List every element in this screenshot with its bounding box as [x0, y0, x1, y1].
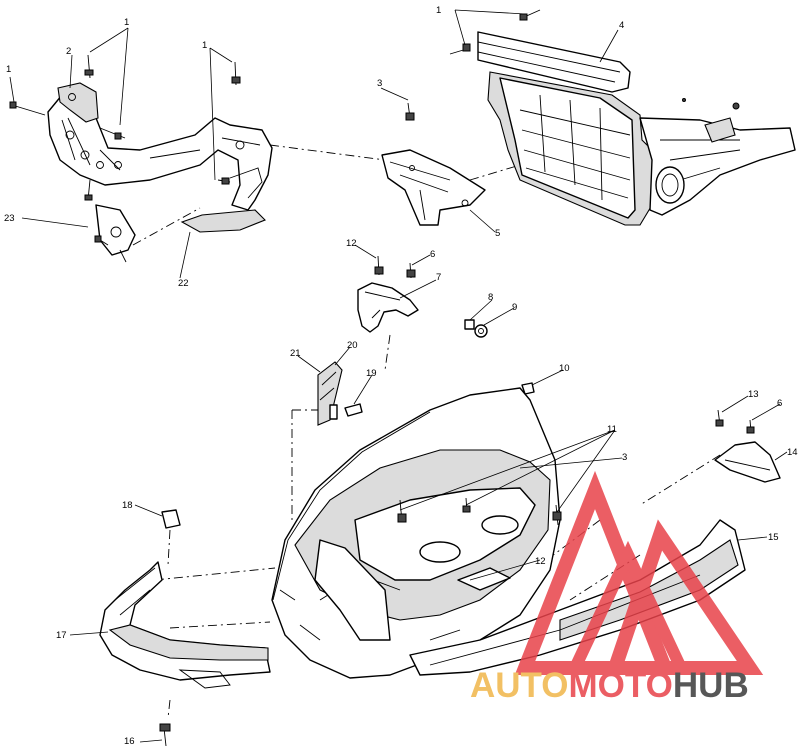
fasteners-8-9-10	[464, 319, 535, 395]
watermark-word-hub: HUB	[673, 666, 749, 705]
steering-support-bracket	[381, 102, 486, 226]
callout-16: 16	[124, 736, 135, 747]
callout-22: 22	[178, 278, 189, 289]
callout-21: 21	[290, 348, 301, 359]
callout-12: 12	[346, 238, 357, 249]
front-frame-assembly	[449, 9, 796, 226]
callout-7: 7	[436, 272, 441, 283]
callout-18: 18	[122, 500, 133, 511]
callout-leader-lines	[9, 9, 788, 743]
callout-17: 17	[56, 630, 67, 641]
callout-3: 3	[377, 78, 382, 89]
callout-1: 1	[436, 5, 441, 16]
callout-12: 12	[535, 556, 546, 567]
callout-1: 1	[6, 64, 11, 75]
callout-2: 2	[66, 46, 71, 57]
callout-6: 6	[430, 249, 435, 260]
hood-brackets-19-20-21	[317, 361, 363, 426]
callout-4: 4	[619, 20, 624, 31]
watermark-triangle-logo	[514, 470, 764, 675]
callout-14: 14	[787, 447, 798, 458]
front-bumper-bracket	[9, 54, 273, 263]
automotohub-watermark: AUTOMOTOHUB	[470, 470, 764, 705]
watermark-word-moto: MOTO	[569, 666, 673, 705]
callout-19: 19	[366, 368, 377, 379]
front-bumper-17	[99, 509, 271, 747]
callout-3: 3	[622, 452, 627, 463]
watermark-wordmark: AUTOMOTOHUB	[470, 666, 749, 705]
callout-10: 10	[559, 363, 570, 374]
hood-assembly	[271, 387, 562, 679]
callout-8: 8	[488, 292, 493, 303]
callout-11: 11	[607, 424, 617, 435]
callout-1: 1	[124, 17, 129, 28]
callout-23: 23	[4, 213, 15, 224]
headlight-cover-14	[714, 409, 781, 483]
callout-13: 13	[748, 389, 759, 400]
callout-15: 15	[768, 532, 779, 543]
support-bracket-7	[357, 255, 419, 333]
watermark-word-auto: AUTO	[470, 666, 569, 705]
callout-9: 9	[512, 302, 517, 313]
callout-6: 6	[777, 398, 782, 409]
callout-5: 5	[495, 228, 500, 239]
callout-1: 1	[202, 40, 207, 51]
callout-numbers: 1 1 1 1 2 3 3 4 5 6 6 7 8 9 10 11 12 12 …	[4, 5, 798, 747]
callout-20: 20	[347, 340, 358, 351]
